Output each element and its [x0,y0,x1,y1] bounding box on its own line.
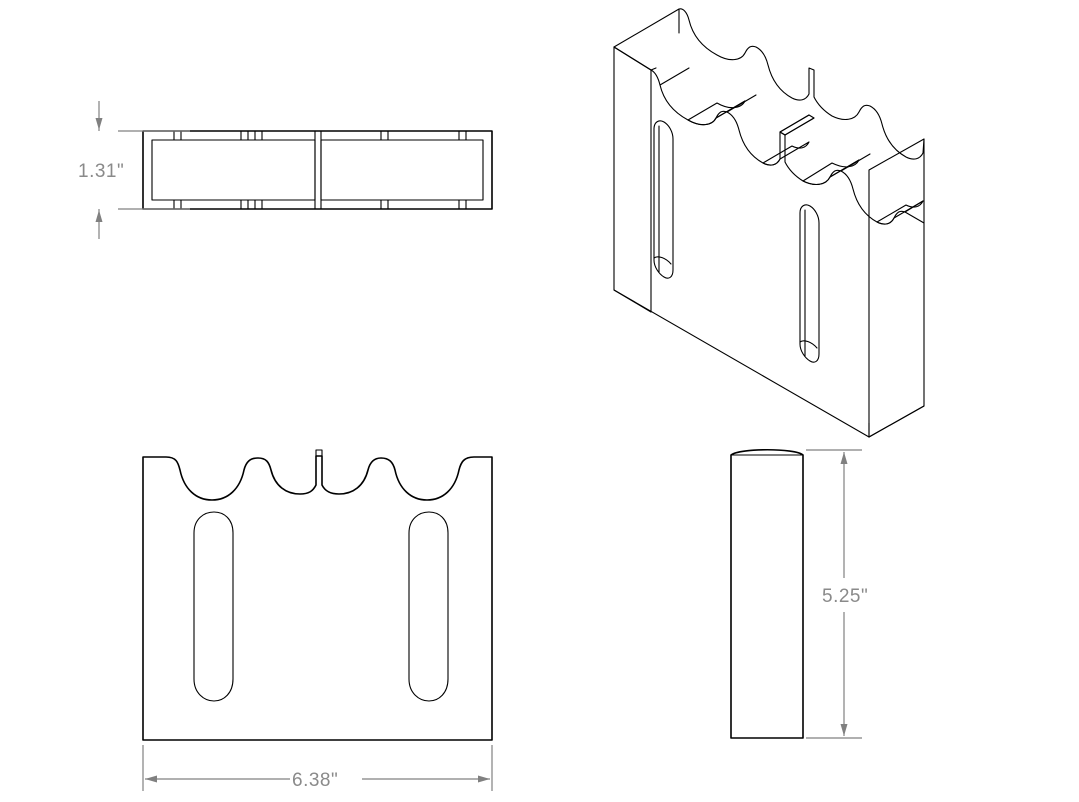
dim-label-6-38: 6.38" [292,770,338,791]
iso-right-end-prism [868,138,925,438]
iso-left-end-face [613,46,652,313]
iso-slot-right [799,204,820,363]
iso-top-left-short [650,67,657,71]
isometric-view [613,8,925,438]
dim-arrow-side-bottom [840,724,848,736]
top-view-inner-rect-left [151,139,316,201]
iso-bottom-right-edge [868,405,925,438]
iso-center-tab-top [779,114,815,136]
top-view-upper-ticks [173,130,467,141]
top-view [142,130,493,210]
dim-arrow-bottom [95,210,103,222]
front-view-slot-left [193,511,234,702]
front-view-center-tab [315,449,323,457]
dim-arrow-right [478,775,490,783]
front-view-slot-right [408,511,449,702]
dimension-5-25: 5.25" [806,449,868,739]
top-view-inner-rect-right [320,139,484,201]
dimension-6-38: 6.38" [142,745,493,791]
side-view-outline [730,449,804,739]
iso-scallop-inner-surfaces [687,100,924,225]
iso-slot-left [653,120,674,279]
top-view-lower-ticks [173,199,467,210]
dim-label-1-31: 1.31" [78,161,124,182]
iso-scallop-connectors [659,67,924,213]
top-view-outer-rect [142,130,493,210]
iso-top-back-scallop [613,8,925,160]
iso-top-front-scallop [613,46,925,225]
dim-arrow-top [95,118,103,130]
dim-arrow-side-top [840,452,848,464]
dimension-1-31: 1.31" [78,101,190,239]
iso-front-bottom-edge [613,289,870,438]
front-view [142,449,493,741]
dim-arrow-left [145,775,157,783]
side-view [730,449,804,739]
dim-label-5-25: 5.25" [822,586,868,607]
